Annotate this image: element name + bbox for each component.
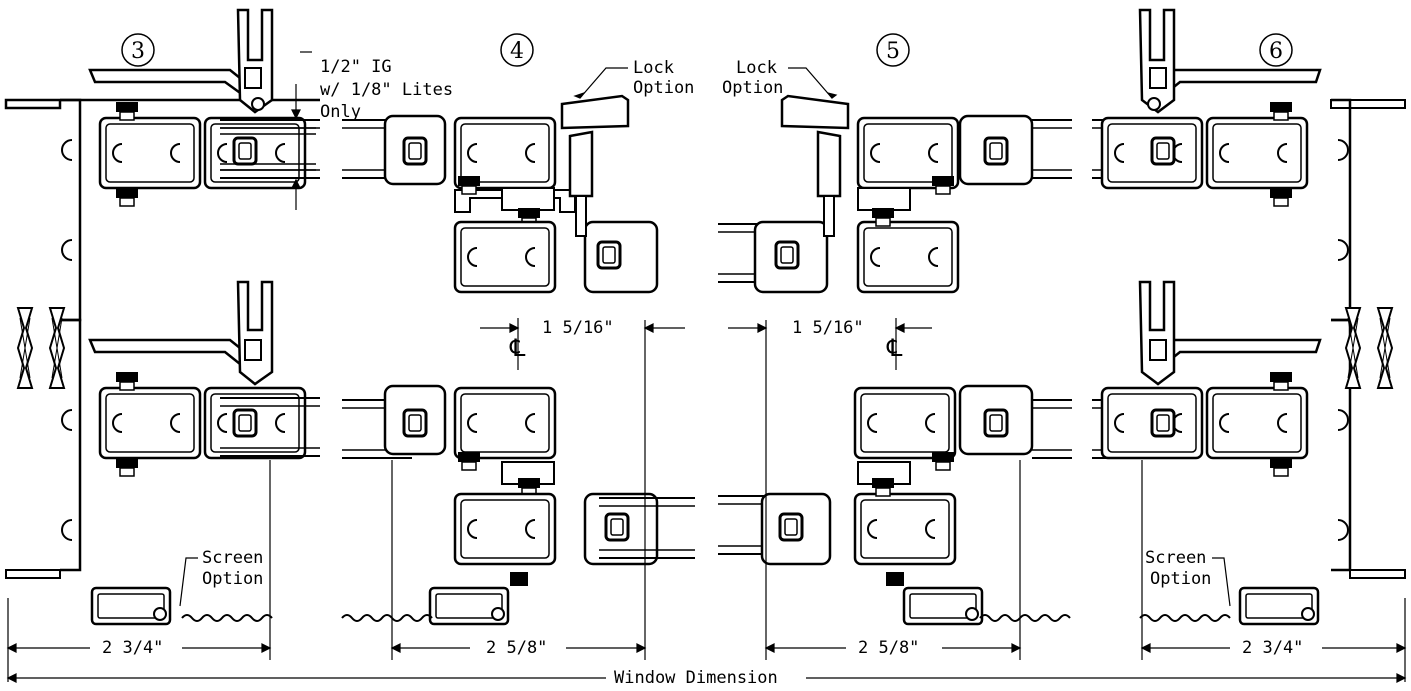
dim-window-dimension: Window Dimension [614, 668, 778, 686]
section-5-number-marker: 5 [876, 33, 910, 67]
ig-note-line-1: 1/2" IG [320, 57, 392, 77]
screen-option-right: Screen Option [1145, 548, 1211, 589]
section-5-number: 5 [886, 39, 900, 64]
screen-option-left-line-2: Option [202, 569, 263, 589]
screen-option-left: Screen Option [202, 548, 263, 589]
section-5-upper [718, 94, 1072, 294]
section-4-number-marker: 4 [500, 33, 534, 67]
section-4-upper [342, 94, 659, 294]
section-3-number: 3 [131, 39, 145, 64]
ig-note-line-2: w/ 1/8" Lites [320, 80, 453, 100]
screen-option-right-line-2: Option [1150, 569, 1211, 589]
lock-option-left-line-1: Lock [633, 58, 674, 78]
section-6-number-marker: 6 [1259, 33, 1293, 67]
ig-note: 1/2" IG w/ 1/8" Lites Only [320, 57, 453, 122]
centerline-symbol-left: ℄ [509, 334, 526, 362]
section-4-lower [341, 384, 695, 626]
dim-offset-right: 1 5/16" [792, 318, 864, 338]
section-3-number-marker: 3 [121, 33, 155, 67]
lock-option-right-line-1: Lock [736, 58, 777, 78]
lock-option-left: Lock Option [633, 58, 694, 98]
section-6-upper [1092, 8, 1406, 322]
leader-lines [6, 51, 1407, 683]
section-6-number: 6 [1269, 39, 1283, 64]
section-3-lower [5, 280, 307, 626]
dim-sash-left: 2 5/8" [486, 638, 547, 658]
section-5-lower [718, 384, 1072, 626]
dim-frame-right: 2 3/4" [1242, 638, 1303, 658]
section-6-lower [1092, 280, 1406, 626]
section-4-number: 4 [510, 39, 524, 64]
screen-option-left-line-1: Screen [202, 548, 263, 568]
lock-option-right: Lock Option [722, 58, 783, 98]
centerline-symbol-right: ℄ [886, 334, 903, 362]
dim-offset-left: 1 5/16" [542, 318, 614, 338]
lock-option-right-line-2: Option [722, 78, 783, 98]
lock-option-left-line-2: Option [633, 78, 694, 98]
screen-option-right-line-1: Screen [1145, 548, 1206, 568]
dim-sash-right: 2 5/8" [858, 638, 919, 658]
section-3-glazing [220, 119, 320, 457]
dim-frame-left: 2 3/4" [102, 638, 163, 658]
ig-note-line-3: Only [320, 102, 361, 122]
section-3-upper [4, 8, 320, 322]
